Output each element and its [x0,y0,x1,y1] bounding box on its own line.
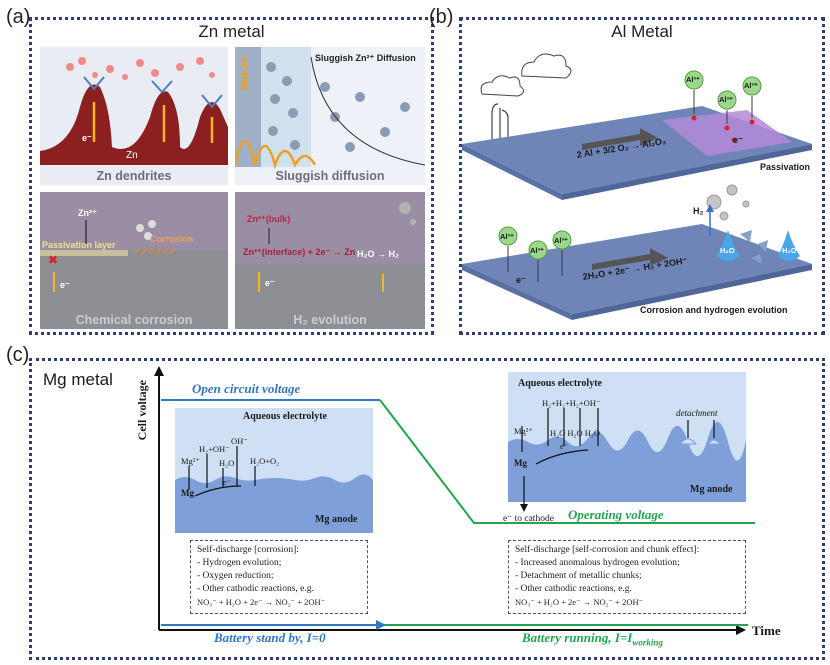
right-box-equation: NO₃⁻ + H₂O + 2e⁻ → NO₂⁻ + 2OH⁻ [515,597,644,607]
h2-gas-label: H₂ [693,206,704,216]
corrosion-electron-label: e⁻ [60,280,70,290]
y-axis-label: Cell voltage [135,380,149,441]
al-ion-label-1: Al³⁺ [686,75,700,84]
right-box-heading: Self-discharge [self-corrosion and chunk… [515,545,700,555]
left-electrolyte-label: Aqueous electrolyte [243,411,327,422]
running-label-sub: working [632,637,663,648]
left-oh-label: OH⁻ [231,436,248,446]
left-h2oo2-label: H₂O+O₂ [250,456,280,466]
right-mg-label: Mg [514,458,527,468]
right-box-item: - Increased anomalous hydrogen evolution… [515,558,680,568]
left-box-item: - Oxygen reduction; [197,571,274,581]
running-label-main: Battery running, I=I [522,630,633,645]
h2-electron-label: e⁻ [265,278,275,288]
water-drop-label-1: H₂O [720,246,735,255]
left-inset-illustration [175,446,373,533]
left-h2oh-label: H₂+OH⁻ [199,444,230,454]
svg-text:✖: ✖ [48,253,58,267]
zn-dendrites-illustration [40,57,228,165]
left-self-discharge-box: Self-discharge [corrosion]: - Hydrogen e… [190,540,368,614]
al-ion-label-6: Al³⁺ [554,236,568,245]
left-box-item: - Other cathodic reactions, e.g. [197,584,314,594]
right-anode-label: Mg anode [690,484,733,495]
zn-dendrites-tile: e⁻ Zn Zn dendrites [40,47,228,185]
corrosion-electron-label-b: e⁻ [516,275,526,285]
panel-a-title: Zn metal [198,22,265,41]
dendrite-electron-label: e⁻ [82,133,92,143]
right-box-item: - Other cathodic reactions, e.g. [515,584,632,594]
water-drop-label-2: H₂O [782,246,797,255]
passivation-layer-label: Passivation layer [42,240,116,250]
left-h2o-label: H₂O [219,458,235,468]
h2-evolution-tile: Zn²⁺(bulk) Zn²⁺(interface) + 2e⁻ → Zn H₂… [235,192,425,329]
al-ion-label-4: Al³⁺ [500,232,514,241]
panel-b-title: Al Metal [611,22,673,41]
zn-dendrites-caption: Zn dendrites [96,169,172,183]
x-axis-label: Time [752,623,781,638]
standby-label: Battery stand by, I=0 [214,630,326,645]
left-box-item: - Hydrogen evolution; [197,558,282,568]
ocv-label: Open circuit voltage [192,381,301,396]
passivation-electron-label: e⁻ [733,135,743,145]
left-box-equation: NO₃⁻ + H₂O + 2e⁻ → NO₂⁻ + 2OH⁻ [197,597,326,607]
al-ion-label-5: Al³⁺ [530,246,544,255]
right-products-label: H₂+H₂+H₂+OH⁻ [542,398,601,408]
left-electron-label: e⁻ [223,478,231,487]
zn-interface-reaction: Zn²⁺(interface) + 2e⁻ → Zn [243,247,356,257]
corrosion-illustration: ✖ [40,192,228,292]
sluggish-diffusion-tile: Sluggish Zn²⁺ Diffusion Bare Zn Sluggish… [235,47,425,185]
right-self-discharge-box: Self-discharge [self-corrosion and chunk… [508,540,746,614]
right-electrolyte-label: Aqueous electrolyte [518,378,602,389]
right-electron-label: e⁻ [560,442,568,451]
panel-a-label: (a) [6,6,31,28]
h2-evolution-illustration [235,192,425,292]
panel-a-frame [29,17,434,335]
e-to-cathode-label: e⁻ to cathode [503,514,554,524]
sluggish-diffusion-caption: Sluggish diffusion [275,169,385,183]
corrosion-label: Corrosion [150,234,194,244]
al-metal-illustration [462,53,812,320]
right-box-item: - Detachment of metallic chunks; [515,571,642,581]
corrosion-hydrogen-caption: Corrosion and hydrogen evolution [640,305,788,315]
zn-bulk-label: Zn²⁺(bulk) [247,214,291,224]
h2-evolution-caption: H₂ evolution [293,313,367,327]
panel-b-frame [459,17,825,335]
zn-metal-label: Zn [126,150,138,161]
left-anode-label: Mg anode [315,514,358,525]
diffusion-heading: Sluggish Zn²⁺ Diffusion [315,53,416,63]
right-inset: Aqueous electrolyte Mg²⁺ H₂+H₂+H₂+OH⁻ H₂… [508,372,746,502]
al-ion-label-3: Al³⁺ [744,81,758,90]
chemical-corrosion-tile: ✖ Zn²⁺ Passivation layer Corrosion e⁻ Ch… [40,192,228,329]
detachment-label: detachment [676,408,718,418]
right-mg2-label: Mg²⁺ [514,426,533,436]
panel-c-title: Mg metal [43,370,113,389]
panel-c-label: (c) [6,344,30,366]
left-mg2-label: Mg²⁺ [181,456,200,466]
running-label: Battery running, I=Iworking [522,630,663,648]
panel-b-label: (b) [429,6,454,28]
left-inset: Aqueous electrolyte Mg²⁺ H₂+OH⁻ OH⁻ H₂O … [175,408,373,533]
al-ion-label-2: Al³⁺ [719,95,733,104]
h2o-to-h2-reaction: H₂O → H₂ [357,249,399,259]
chemical-corrosion-caption: Chemical corrosion [75,313,193,327]
passivation-caption: Passivation [760,162,811,172]
left-mg-label: Mg [181,488,194,498]
zn-ion-label: Zn²⁺ [78,208,97,218]
operating-voltage-label: Operating voltage [568,507,664,522]
diffusion-illustration [235,47,425,170]
left-box-heading: Self-discharge [corrosion]: [197,545,299,555]
panel-c-frame [29,358,825,660]
right-inset-illustration [508,408,746,502]
right-h2o-row-label: H₂O H₂O H₂O [550,428,600,438]
